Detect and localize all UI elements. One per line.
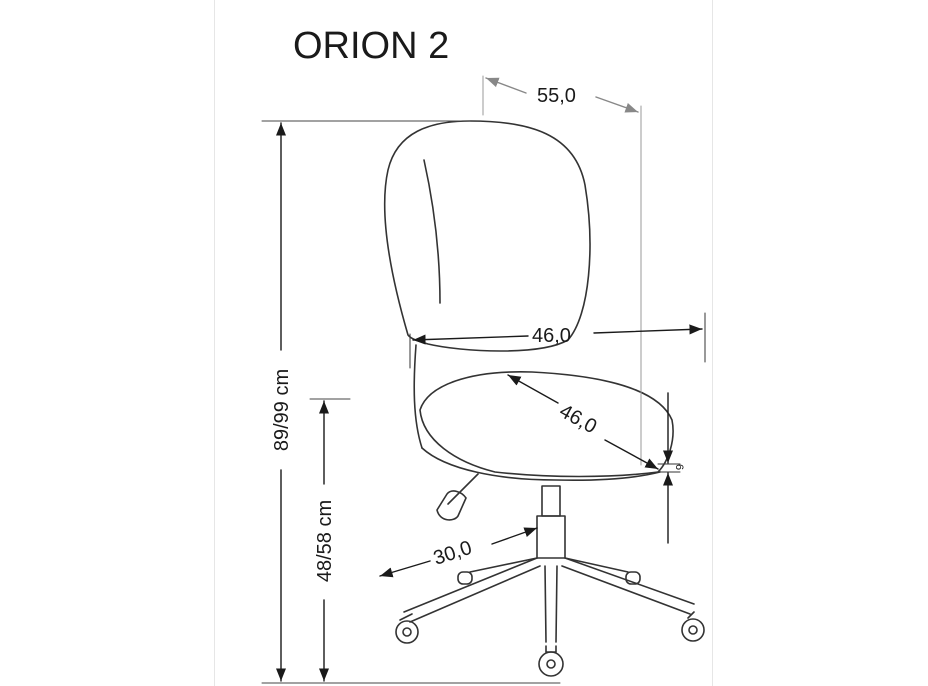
gas-lift-lower — [536, 515, 566, 559]
seat-depth-label: 46,0 — [556, 400, 601, 438]
seat-underside — [421, 447, 661, 481]
chair-outline — [383, 120, 705, 677]
seat-depth-arrow-top — [507, 374, 559, 404]
caster-right-front — [681, 611, 705, 642]
base-leg-center-2 — [555, 565, 558, 643]
product-title: ORION 2 — [293, 25, 449, 67]
caster-left-back — [457, 571, 473, 585]
seat-top — [419, 371, 674, 478]
backrest — [383, 120, 591, 352]
base-leg-right-back — [564, 557, 629, 573]
caster-right-back — [625, 571, 641, 585]
base-leg-right-front — [564, 557, 695, 605]
base-leg-center — [544, 565, 547, 643]
overall-height-label: 89/99 cm — [271, 369, 293, 451]
seat-width-arrow-left — [412, 334, 529, 345]
base-leg-right-front-2 — [561, 565, 691, 615]
seat-height-label: 48/58 cm — [314, 500, 336, 582]
base-leg-left-front — [403, 557, 538, 613]
gas-lift-label: 30,0 — [431, 537, 475, 570]
seat-depth-arrow-bottom — [604, 439, 659, 470]
overall-width-label: 55,0 — [537, 85, 576, 107]
lever-knob — [436, 490, 467, 521]
width-arrow-right — [595, 96, 639, 113]
drawing-frame — [214, 0, 713, 686]
seat-width-arrow-right — [593, 324, 703, 335]
caster-left-front — [395, 613, 419, 644]
dimension-lines — [261, 75, 706, 684]
gas-lift-upper — [541, 485, 561, 517]
gaslift-arrow-left — [379, 560, 431, 578]
adjust-lever — [447, 473, 479, 505]
base-leg-left-back — [469, 557, 538, 573]
caster-center — [538, 645, 564, 677]
back-support — [413, 344, 423, 449]
width-arrow-left — [485, 77, 527, 94]
backrest-inner-line — [423, 159, 441, 304]
seat-thickness-label: 6 — [673, 464, 685, 470]
base-leg-left-front-2 — [409, 565, 541, 623]
seat-width-label: 46,0 — [532, 325, 571, 347]
gaslift-arrow-right — [491, 527, 538, 545]
